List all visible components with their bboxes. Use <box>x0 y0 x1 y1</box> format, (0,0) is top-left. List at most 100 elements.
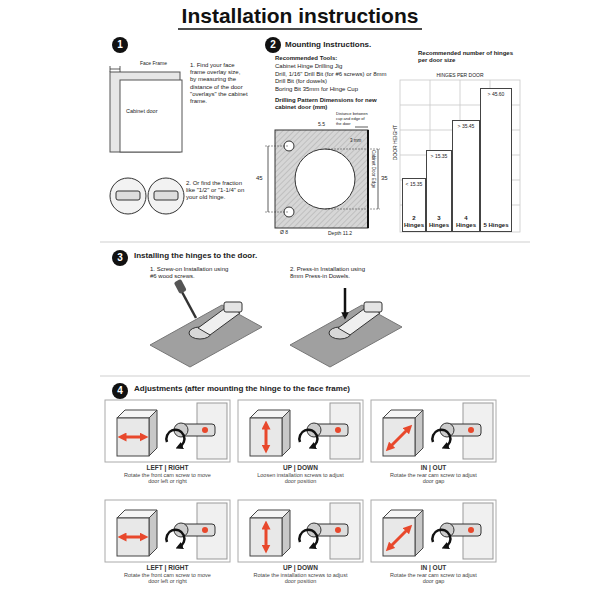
dimension: 3 mm <box>350 138 366 143</box>
hinge-count: 3 Hinges <box>428 215 450 229</box>
drilling-pattern <box>355 127 368 128</box>
step-text: 2. Press-in Installation using 8mm Press… <box>290 266 375 280</box>
dimension: Ø 8 <box>280 229 302 235</box>
section-divider <box>100 242 530 243</box>
hinge-chart-grid <box>400 80 520 232</box>
hinge-count-box: > 15.35 3 Hinges <box>426 150 452 232</box>
adjustment-text: Rotate the front cam screw to move door … <box>105 572 230 585</box>
hinge-detail-circle <box>154 191 178 200</box>
section-divider <box>100 242 530 376</box>
adjustment-panel: UP | DOWNLoosen installation screws to a… <box>238 400 363 492</box>
pattern-heading: Drilling Pattern Dimensions for new cabi… <box>275 97 387 111</box>
hinge-chart-grid <box>400 80 520 232</box>
screw-on-illustration <box>182 292 196 318</box>
chart-heading: Recommended number of hinges per door si… <box>418 50 520 64</box>
adjustment-illustration <box>371 500 496 562</box>
screw-on-illustration <box>174 279 187 294</box>
adjustment-heading: UP | DOWN <box>238 564 363 572</box>
dimension-note: Distance between cup and edge of the doo… <box>336 112 370 126</box>
drilling-pattern <box>275 130 368 228</box>
hinge-count-box: > 35.45 4 Hinges <box>452 120 480 232</box>
hinge-detail-circle <box>110 178 184 214</box>
adjustment-illustration <box>238 400 363 462</box>
adjustment-heading: IN | OUT <box>371 564 496 572</box>
dimension: 35 <box>381 175 391 182</box>
step-number: 4 <box>112 383 128 399</box>
adjustment-heading: LEFT | RIGHT <box>105 464 230 472</box>
step-number: 1 <box>112 37 128 53</box>
step-number-text: 4 <box>117 385 123 397</box>
adjustment-illustration <box>389 528 409 548</box>
adjustment-illustration <box>105 500 230 562</box>
drilling-pattern <box>265 127 380 228</box>
adjustment-illustration <box>371 500 496 562</box>
adjustment-illustration <box>266 425 267 449</box>
adjustment-illustration <box>238 400 363 462</box>
axis-label: DOOR HEIGHT <box>392 125 398 160</box>
door-height-range: > 35.45 <box>458 123 475 129</box>
section-heading: Mounting Instructions. <box>285 40 415 50</box>
step-number: 2 <box>265 37 281 53</box>
drilling-pattern <box>268 146 269 212</box>
cabinet-corner <box>110 69 120 70</box>
cabinet-corner <box>120 80 182 152</box>
adjustment-illustration <box>266 525 267 549</box>
adjustment-panel: IN | OUTRotate the rear cam screw to adj… <box>371 400 496 492</box>
step-number-text: 2 <box>270 39 276 51</box>
hinge-count-box: < 15.35 2 Hinges <box>402 178 426 232</box>
screw-on-illustration <box>150 279 262 367</box>
cabinet-corner <box>120 66 121 72</box>
adjustment-heading: IN | OUT <box>371 464 496 472</box>
adjustment-illustration <box>122 537 144 538</box>
drilling-pattern <box>295 149 355 209</box>
dimension: 5.5 <box>318 121 332 127</box>
drilling-pattern <box>265 146 289 147</box>
drilling-pattern <box>325 209 380 210</box>
adjustment-illustration <box>371 400 496 462</box>
hinge-count: 4 Hinges <box>454 215 478 229</box>
adjustment-illustration <box>238 500 363 562</box>
hinge-count-box: > 45.605 Hinges <box>480 88 512 232</box>
step-number: 3 <box>112 250 128 266</box>
adjustment-illustration <box>238 500 363 562</box>
section-divider <box>100 376 530 377</box>
hinge-count: 2 Hinges <box>404 215 424 229</box>
tools-heading: Recommended Tools: <box>275 55 393 62</box>
press-in-illustration <box>344 288 347 316</box>
adjustment-text: Rotate the front cam screw to move door … <box>105 472 230 485</box>
part-label: Cabinet door <box>126 108 176 115</box>
adjustment-illustration <box>105 400 496 562</box>
door-height-range: < 15.35 <box>406 181 423 187</box>
tool-item: Cabinet Hinge Drilling Jig <box>275 63 393 70</box>
hinge-detail-circle <box>110 178 146 214</box>
cabinet-corner <box>110 66 111 72</box>
screw-on-illustration <box>150 302 262 367</box>
adjustment-panel: LEFT | RIGHTRotate the front cam screw t… <box>105 400 230 492</box>
adjustment-panel: UP | DOWNRotate the installation screws … <box>238 500 363 592</box>
drilling-pattern <box>265 212 289 213</box>
section-heading: Adjustments (after mounting the hinge to… <box>134 384 464 394</box>
edge-label: Cabinet Door Edge <box>371 150 376 188</box>
part-label: Face Frame <box>140 60 185 66</box>
adjustment-text: Loosen installation screws to adjust doo… <box>238 472 363 485</box>
step-number-text: 1 <box>117 39 123 51</box>
adjustment-text: Rotate the rear cam screw to adjust door… <box>371 472 496 485</box>
cabinet-corner <box>110 66 182 152</box>
drilling-pattern <box>367 130 369 228</box>
adjustment-heading: UP | DOWN <box>238 464 363 472</box>
adjustment-heading: LEFT | RIGHT <box>105 564 230 572</box>
hinge-detail-circle <box>148 178 184 214</box>
door-height-range: > 45.60 <box>488 91 505 97</box>
tool-item: Boring Bit 35mm for Hinge Cup <box>275 86 393 93</box>
adjustment-illustration <box>105 500 230 562</box>
adjustment-illustration <box>105 400 230 462</box>
step-text: 1. Find your face frame overlay size, by… <box>190 62 248 105</box>
drilling-pattern <box>378 149 379 209</box>
tool-item: Drill, 1/16" Drill Bit (for #6 screws) o… <box>275 71 393 85</box>
step-text: 1. Screw-on Installation using #6 wood s… <box>150 266 230 280</box>
adjustment-illustration <box>371 400 496 462</box>
dimension: 45 <box>256 175 266 182</box>
door-height-range: > 15.35 <box>431 153 448 159</box>
step-number-text: 3 <box>117 252 123 264</box>
